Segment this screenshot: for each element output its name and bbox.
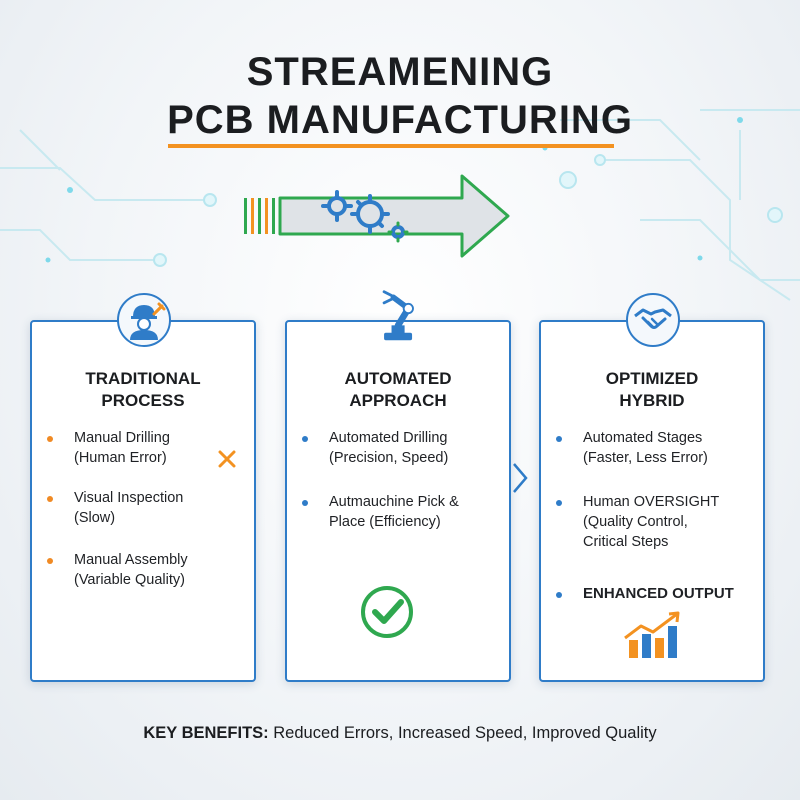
handshake-icon xyxy=(626,293,680,347)
card-title: AUTOMATED APPROACH xyxy=(344,369,452,410)
bullet-icon xyxy=(47,436,53,442)
page-title-line2: PCB MANUFACTURING xyxy=(167,98,633,142)
page-title-line1: STREAMENING xyxy=(246,50,554,94)
growth-chart-icon xyxy=(624,611,680,658)
card-optimized-hybrid: OPTIMIZED HYBRID Automated Stages (Faste… xyxy=(539,293,765,682)
list-item: Autmauchine Pick & Place (Efficiency) xyxy=(302,492,499,532)
list-item: Visual Inspection (Slow) xyxy=(47,488,244,528)
card-title: TRADITIONAL PROCESS xyxy=(85,369,201,410)
key-benefits-footer: KEY BENEFITS: Reduced Errors, Increased … xyxy=(0,724,800,743)
list-item: Automated Drilling (Precision, Speed) xyxy=(302,428,499,468)
worker-icon xyxy=(117,293,171,347)
card-automated-approach: AUTOMATED APPROACH Automated Drilling (P… xyxy=(285,290,511,682)
chevron-right-icon xyxy=(513,463,528,493)
list-item: Human OVERSIGHT (Quality Control, Critic… xyxy=(556,492,753,552)
bullet-icon xyxy=(302,436,308,442)
bullet-icon xyxy=(556,500,562,506)
key-benefits-text: Reduced Errors, Increased Speed, Improve… xyxy=(268,724,657,742)
list-item: Manual Drilling (Human Error) xyxy=(47,428,244,468)
process-arrow-icon xyxy=(244,174,510,258)
card-traditional-process: TRADITIONAL PROCESS Manual Drilling (Hum… xyxy=(30,293,256,682)
bullet-icon xyxy=(47,558,53,564)
bullet-icon xyxy=(47,496,53,502)
bullet-icon xyxy=(556,436,562,442)
list-item: ENHANCED OUTPUT xyxy=(556,584,763,604)
title-underline xyxy=(168,144,614,148)
card-title: OPTIMIZED HYBRID xyxy=(605,369,699,410)
robot-arm-icon xyxy=(382,290,414,341)
x-mark-icon xyxy=(218,450,236,468)
bullet-icon xyxy=(556,592,562,598)
key-benefits-label: KEY BENEFITS: xyxy=(143,724,269,742)
list-item: Automated Stages (Faster, Less Error) xyxy=(556,428,753,468)
bullet-icon xyxy=(302,500,308,506)
list-item: Manual Assembly (Variable Quality) xyxy=(47,550,244,590)
checkmark-icon xyxy=(361,586,413,638)
